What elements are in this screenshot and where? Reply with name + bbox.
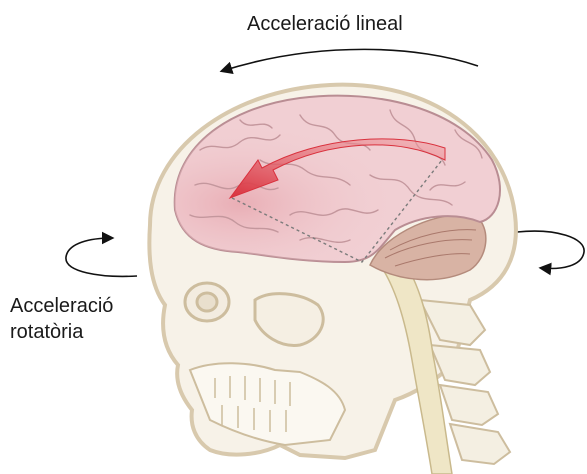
linear-acceleration-arrow-icon <box>222 49 478 71</box>
rotation-arrow-left-icon <box>66 238 137 276</box>
rotation-arrow-right-icon <box>517 231 584 268</box>
linear-acceleration-label: Acceleració lineal <box>247 12 403 36</box>
rotational-acceleration-label-line2: rotatòria <box>10 320 83 344</box>
rotational-acceleration-label-line1: Acceleració <box>10 294 113 318</box>
